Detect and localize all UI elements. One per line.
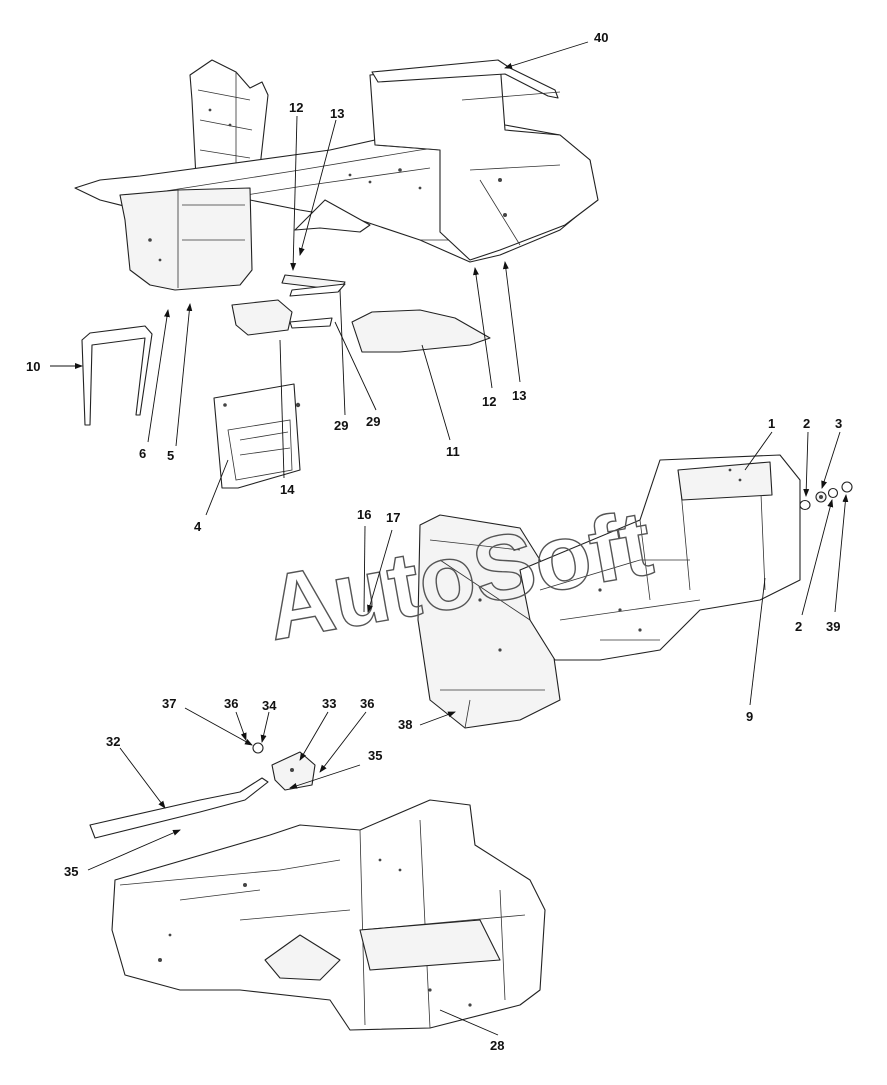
callout-16: 16	[357, 507, 371, 522]
callout-33: 33	[322, 696, 336, 711]
callout-12-top: 12	[289, 100, 303, 115]
callout-37: 37	[162, 696, 176, 711]
main-frame-assembly	[417, 454, 801, 729]
part-40-strip	[371, 59, 561, 101]
callout-34: 34	[262, 698, 277, 713]
callout-1: 1	[768, 416, 775, 431]
part-10-hoop	[81, 325, 153, 426]
callout-3: 3	[835, 416, 842, 431]
rear-frame-assembly	[111, 799, 546, 1031]
part-29-plate-b	[289, 317, 333, 329]
callout-2-bottom: 2	[795, 619, 802, 634]
callout-13-right: 13	[512, 388, 526, 403]
part-29-plate-a	[289, 283, 346, 297]
callout-14: 14	[280, 482, 295, 497]
callout-38: 38	[398, 717, 412, 732]
callout-36-left: 36	[224, 696, 238, 711]
callout-28: 28	[490, 1038, 504, 1053]
callout-12-right: 12	[482, 394, 496, 409]
washers-2-3-39	[799, 481, 853, 511]
part-33-bracket	[271, 751, 316, 791]
callout-11: 11	[446, 444, 460, 459]
callout-29-right: 29	[366, 414, 380, 429]
callout-17: 17	[386, 510, 400, 525]
callout-32: 32	[106, 734, 120, 749]
callout-4: 4	[194, 519, 202, 534]
rear-frame-holes	[158, 858, 472, 1007]
callout-35-left: 35	[64, 864, 78, 879]
callout-6: 6	[139, 446, 146, 461]
callout-35-top: 35	[368, 748, 382, 763]
callout-2-top: 2	[803, 416, 810, 431]
callout-leaders	[50, 41, 849, 1036]
front-frame-assembly	[74, 59, 599, 291]
part-4-door	[213, 383, 301, 489]
main-frame-holes	[478, 468, 742, 652]
callout-29-left: 29	[334, 418, 348, 433]
part-11-tray	[351, 309, 491, 353]
part-34-washer	[252, 742, 264, 754]
frame-holes	[148, 108, 507, 262]
part-14-bracket	[231, 299, 293, 336]
callout-39: 39	[826, 619, 840, 634]
callout-labels: 40 12 13 12 13 10 6 5 4 14 29 29 11 1 2 …	[26, 30, 842, 1053]
callout-5: 5	[167, 448, 174, 463]
part-32-rail	[89, 777, 269, 839]
callout-10: 10	[26, 359, 40, 374]
callout-40: 40	[594, 30, 608, 45]
callout-9: 9	[746, 709, 753, 724]
callout-36-right: 36	[360, 696, 374, 711]
callout-13-top: 13	[330, 106, 344, 121]
